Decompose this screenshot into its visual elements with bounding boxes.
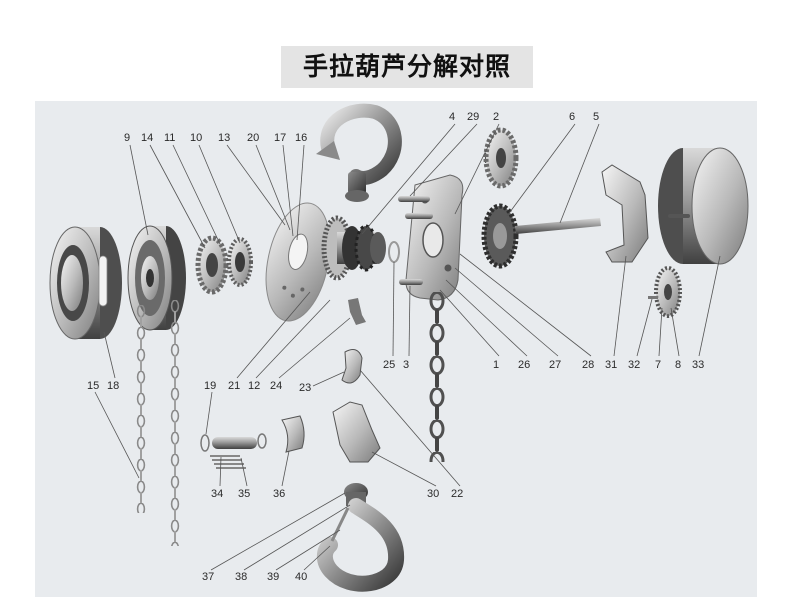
load-chain (428, 292, 446, 462)
leader-lines (94, 123, 721, 571)
callout-label: 34 (211, 488, 223, 500)
ratchet-gear (195, 235, 229, 295)
callout-label: 17 (274, 132, 286, 144)
pin-set (200, 433, 267, 469)
plate-bolts (398, 196, 433, 285)
callout-label: 36 (273, 488, 285, 500)
hand-chain-right (170, 300, 180, 546)
callout-label: 29 (467, 111, 479, 123)
callout-label: 6 (569, 111, 575, 123)
guide-block (281, 415, 305, 453)
hand-wheel (127, 225, 186, 331)
callout-label: 1 (493, 359, 499, 371)
callout-label: 22 (451, 488, 463, 500)
top-hook (316, 103, 402, 202)
small-gear (654, 266, 682, 318)
friction-plate (227, 237, 253, 287)
callout-label: 37 (202, 571, 214, 583)
callout-label: 19 (204, 380, 216, 392)
callout-label: 2 (493, 111, 499, 123)
callout-label: 35 (238, 488, 250, 500)
callout-label: 39 (267, 571, 279, 583)
pawl (348, 298, 366, 325)
callout-label: 24 (270, 380, 282, 392)
hand-chain-left (136, 305, 146, 513)
bracket (601, 164, 649, 263)
callout-label: 32 (628, 359, 640, 371)
callout-label: 18 (107, 380, 119, 392)
callout-labels: 9 14 11 10 13 20 17 16 4 29 2 6 5 25 3 1… (87, 111, 704, 583)
callout-label: 12 (248, 380, 260, 392)
load-sprocket-assembly (321, 215, 386, 281)
callout-label: 10 (190, 132, 202, 144)
callout-label: 21 (228, 380, 240, 392)
callout-label: 33 (692, 359, 704, 371)
callout-label: 16 (295, 132, 307, 144)
callout-label: 28 (582, 359, 594, 371)
hook-bracket (332, 401, 381, 463)
chain-guide-cover (49, 226, 122, 340)
callout-label: 20 (247, 132, 259, 144)
callout-label: 26 (518, 359, 530, 371)
callout-label: 30 (427, 488, 439, 500)
gear-lower (481, 203, 519, 269)
callout-label: 13 (218, 132, 230, 144)
spring-pin (648, 296, 658, 299)
gear-upper (483, 127, 519, 189)
brake-disc (265, 202, 331, 322)
callout-label: 4 (449, 111, 455, 123)
callout-label: 9 (124, 132, 130, 144)
gear-cover (658, 147, 749, 265)
callout-label: 27 (549, 359, 561, 371)
drive-shaft (515, 218, 601, 234)
callout-label: 31 (605, 359, 617, 371)
diagram-title: 手拉葫芦分解对照 (281, 46, 533, 88)
callout-label: 3 (403, 359, 409, 371)
callout-label: 38 (235, 571, 247, 583)
callout-label: 5 (593, 111, 599, 123)
callout-label: 40 (295, 571, 307, 583)
callout-label: 11 (164, 132, 175, 144)
callout-label: 8 (675, 359, 681, 371)
callout-label: 14 (141, 132, 153, 144)
stripper (341, 349, 363, 384)
callout-label: 7 (655, 359, 661, 371)
callout-label: 23 (299, 382, 311, 394)
callout-label: 25 (383, 359, 395, 371)
bottom-hook (316, 483, 405, 592)
callout-label: 15 (87, 380, 99, 392)
